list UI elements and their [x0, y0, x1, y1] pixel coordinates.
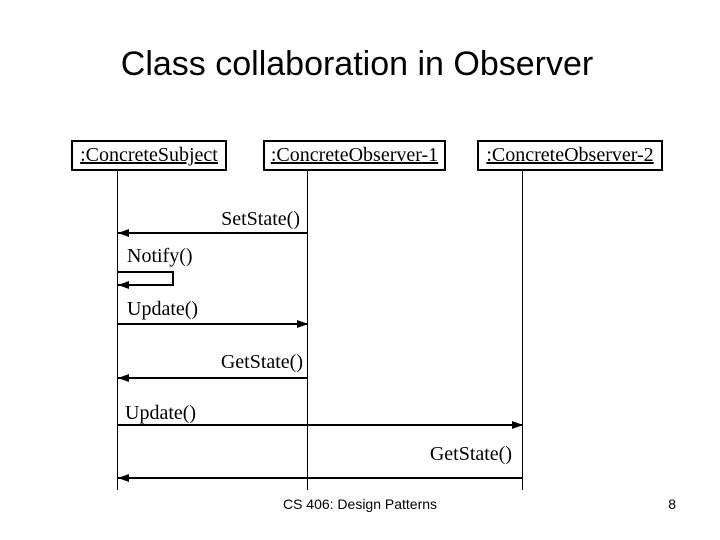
message-line-setstate: [118, 232, 308, 234]
object-box-concrete-observer-2: :ConcreteObserver-2: [477, 140, 663, 171]
lifeline-concrete-observer-1: [307, 171, 308, 490]
message-line-update-2: [118, 424, 523, 426]
message-label-setstate: SetState(): [221, 208, 300, 230]
message-label-getstate-2: GetState(): [429, 443, 512, 465]
object-box-concrete-subject: :ConcreteSubject: [71, 140, 227, 171]
object-box-concrete-observer-1: :ConcreteObserver-1: [263, 140, 446, 171]
arrowhead-right-icon: [512, 421, 523, 429]
message-label-notify: Notify(): [127, 245, 193, 267]
message-line-getstate-2: [118, 477, 523, 479]
arrowhead-left-icon: [118, 474, 129, 482]
arrowhead-left-icon: [118, 281, 129, 289]
message-label-update-2: Update(): [125, 402, 197, 424]
lifeline-concrete-observer-2: [522, 171, 523, 490]
lifeline-concrete-subject: [117, 171, 118, 490]
message-label-getstate-1: GetState(): [220, 351, 303, 373]
footer-course-label: CS 406: Design Patterns: [282, 496, 438, 512]
message-label-update-1: Update(): [127, 298, 199, 320]
self-call-line-notify: [118, 271, 174, 286]
message-line-getstate-1: [118, 377, 308, 379]
object-label: :ConcreteObserver-2: [486, 144, 654, 166]
slide-number: 8: [668, 496, 676, 512]
arrowhead-left-icon: [118, 229, 129, 237]
arrowhead-right-icon: [297, 320, 308, 328]
arrowhead-left-icon: [118, 374, 129, 382]
message-line-update-1: [118, 323, 308, 325]
slide-title: Class collaboration in Observer: [120, 45, 594, 83]
object-label: :ConcreteObserver-1: [270, 144, 439, 166]
object-label: :ConcreteSubject: [80, 144, 218, 166]
